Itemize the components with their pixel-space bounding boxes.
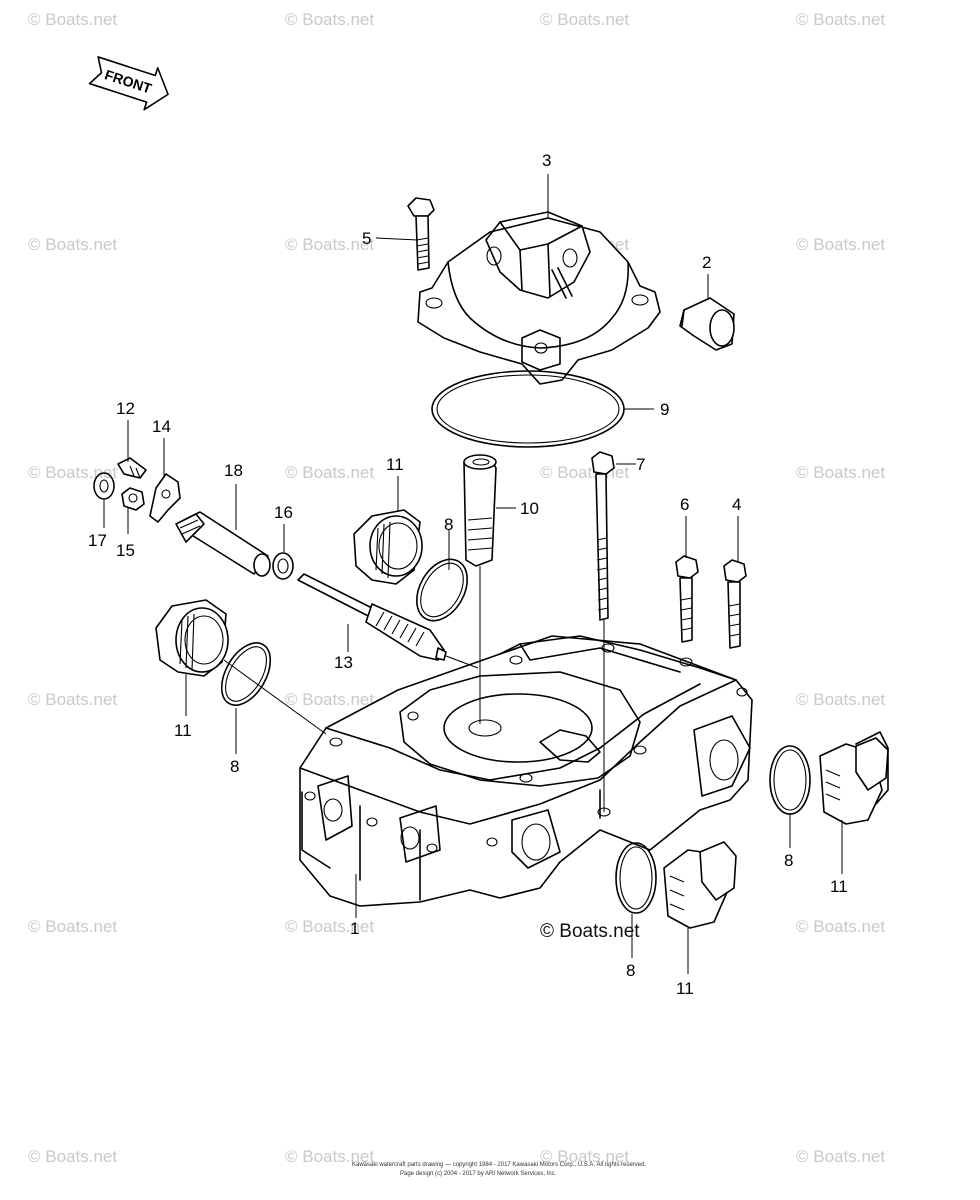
watermark: © Boats.net bbox=[540, 10, 629, 29]
callout-14: 14 bbox=[152, 417, 171, 436]
part-17-washer bbox=[93, 472, 115, 500]
callout-7: 7 bbox=[636, 455, 645, 474]
part-8-oring-left bbox=[220, 642, 272, 706]
part-7-bolt bbox=[591, 451, 615, 812]
footer-line-2: Page design (c) 2004 - 2017 by ARI Netwo… bbox=[400, 1171, 557, 1177]
callout-13: 13 bbox=[334, 653, 353, 672]
callout-3: 3 bbox=[542, 151, 551, 170]
leader-lines bbox=[103, 174, 843, 974]
watermark: © Boats.net bbox=[28, 235, 117, 254]
callout-8: 8 bbox=[230, 757, 239, 776]
watermark: © Boats.net bbox=[285, 235, 374, 254]
part-13-shaft bbox=[297, 573, 479, 669]
part-8-oring-upper bbox=[415, 558, 469, 622]
watermark: © Boats.net bbox=[28, 690, 117, 709]
callout-12: 12 bbox=[116, 399, 135, 418]
callout-8: 8 bbox=[444, 515, 453, 534]
part-12-screw bbox=[117, 457, 147, 479]
part-3-cover bbox=[417, 211, 661, 385]
callout-1: 1 bbox=[350, 919, 359, 938]
watermark: © Boats.net bbox=[28, 1147, 117, 1166]
callout-11: 11 bbox=[676, 979, 694, 998]
watermark: © Boats.net bbox=[796, 1147, 885, 1166]
callout-5: 5 bbox=[362, 229, 371, 248]
watermark: © Boats.net bbox=[28, 10, 117, 29]
part-6-bolt bbox=[675, 555, 699, 643]
callout-16: 16 bbox=[274, 503, 293, 522]
watermark: © Boats.net bbox=[796, 917, 885, 936]
part-11-plug-bottom bbox=[663, 841, 737, 929]
watermark: © Boats.net bbox=[285, 1147, 374, 1166]
watermark: © Boats.net bbox=[28, 463, 117, 482]
part-9-oring bbox=[431, 370, 625, 448]
part-4-bolt bbox=[723, 559, 747, 649]
watermarks: © Boats.net © Boats.net © Boats.net © Bo… bbox=[28, 10, 885, 1166]
part-8-oring-right bbox=[769, 745, 811, 815]
watermark: © Boats.net bbox=[28, 917, 117, 936]
part-2-cap bbox=[679, 297, 735, 351]
callout-18: 18 bbox=[224, 461, 243, 480]
watermark: © Boats.net bbox=[540, 463, 629, 482]
callout-10: 10 bbox=[520, 499, 539, 518]
part-8-oring-bottom bbox=[615, 842, 657, 914]
part-16-washer bbox=[272, 552, 294, 580]
callout-15: 15 bbox=[116, 541, 135, 560]
callout-17: 17 bbox=[88, 531, 107, 550]
part-15-nut bbox=[121, 487, 145, 511]
callout-6: 6 bbox=[680, 495, 689, 514]
part-14-plate bbox=[149, 473, 181, 523]
watermark: © Boats.net bbox=[540, 1147, 629, 1166]
watermark: © Boats.net bbox=[796, 10, 885, 29]
callout-2: 2 bbox=[702, 253, 711, 272]
watermark: © Boats.net bbox=[285, 10, 374, 29]
watermark: © Boats.net bbox=[285, 917, 374, 936]
part-18-shaft bbox=[175, 511, 271, 577]
callout-4: 4 bbox=[732, 495, 741, 514]
watermark: © Boats.net bbox=[796, 463, 885, 482]
callout-11: 11 bbox=[386, 455, 404, 474]
footer-line-1: Kawasaki watercraft parts drawing — copy… bbox=[352, 1162, 646, 1168]
part-11-plug-right bbox=[819, 731, 889, 825]
callout-8: 8 bbox=[784, 851, 793, 870]
part-10-tube bbox=[463, 454, 497, 724]
part-1-cylinder-head bbox=[299, 635, 753, 907]
callout-8: 8 bbox=[626, 961, 635, 980]
part-11-plug-upper bbox=[353, 509, 423, 585]
watermark: © Boats.net bbox=[796, 690, 885, 709]
callouts: 3 5 2 9 7 10 6 4 11 8 18 16 13 12 14 17 … bbox=[88, 151, 848, 998]
callout-11: 11 bbox=[830, 877, 848, 896]
watermark: © Boats.net bbox=[796, 235, 885, 254]
callout-9: 9 bbox=[660, 400, 669, 419]
watermark: © Boats.net bbox=[285, 690, 374, 709]
watermark: © Boats.net bbox=[285, 463, 374, 482]
part-11-plug-left bbox=[155, 599, 327, 735]
callout-11: 11 bbox=[174, 721, 192, 740]
part-5-bolt bbox=[407, 197, 435, 271]
front-arrow-icon: FRONT bbox=[88, 56, 169, 111]
brand-label: © Boats.net bbox=[540, 921, 640, 942]
